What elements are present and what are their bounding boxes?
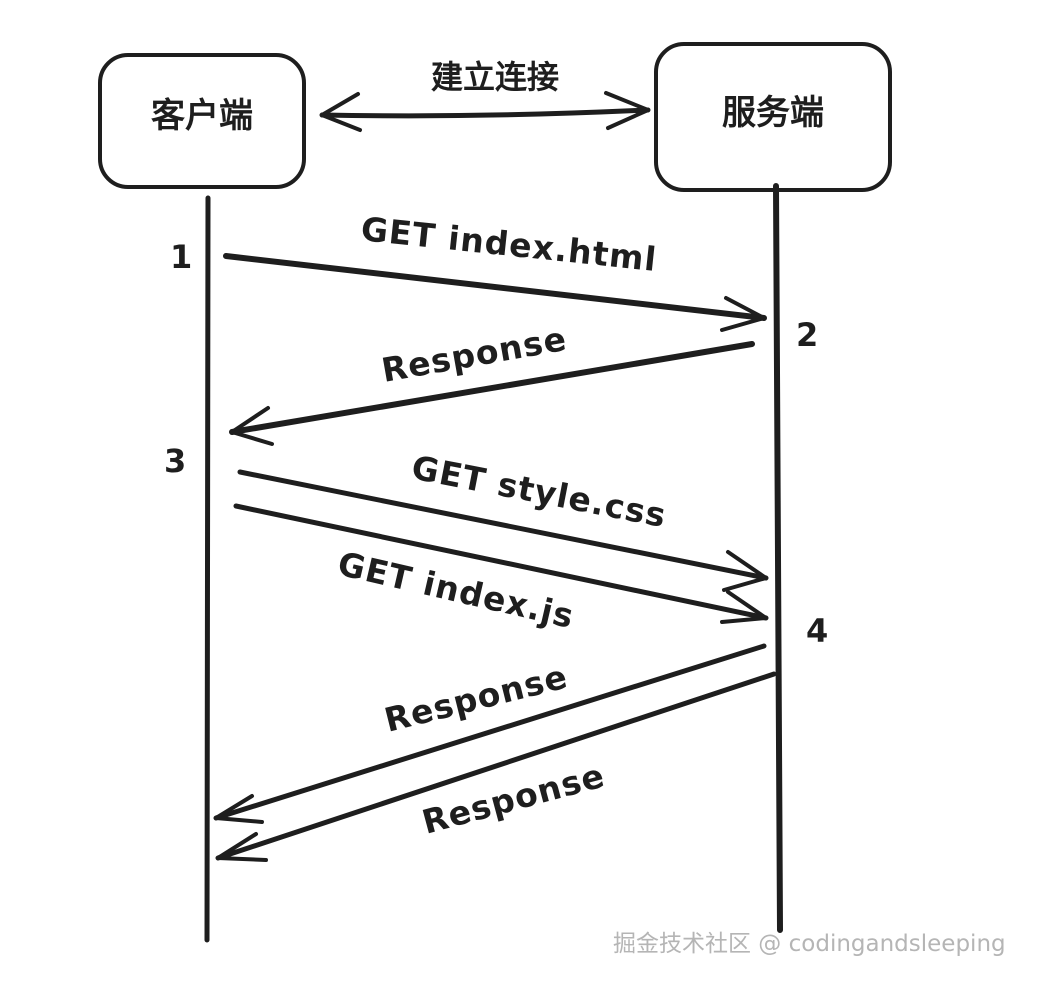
step-number: 3	[164, 442, 186, 480]
server-label: 服务端	[722, 93, 824, 133]
connect-arrow-shaft	[319, 107, 651, 119]
message-arrow-head	[720, 590, 768, 624]
message-arrow-head	[216, 832, 268, 862]
step-number: 1	[170, 238, 192, 276]
server-lifeline	[773, 183, 783, 933]
message-arrow-shaft	[229, 341, 755, 435]
server-node: 服务端	[654, 42, 892, 192]
message-label: GET style.css	[408, 448, 669, 536]
message-get-style-css: 3 GET style.css	[164, 442, 769, 592]
message-response-1: 2 Response	[229, 316, 818, 446]
client-label: 客户端	[151, 96, 253, 136]
connect-arrow-left-head	[320, 92, 362, 132]
client-node: 客户端	[98, 53, 306, 189]
message-arrow-shaft	[237, 469, 769, 581]
message-label: Response	[381, 657, 572, 740]
message-label: GET index.html	[359, 209, 659, 279]
message-arrow-shaft	[233, 503, 769, 621]
client-lifeline	[204, 195, 211, 943]
message-arrow-shaft	[223, 253, 767, 321]
server-box	[654, 42, 892, 192]
connect-arrow-right-head	[604, 91, 650, 130]
message-arrow-head	[720, 296, 766, 332]
message-arrow-head	[214, 794, 264, 824]
message-arrow-head	[722, 550, 768, 592]
message-arrow-shaft	[215, 671, 777, 861]
connect-label: 建立连接	[431, 58, 559, 96]
watermark-text: 掘金技术社区 @ codingandsleeping	[613, 931, 1006, 957]
message-label: Response	[418, 756, 609, 842]
client-box	[98, 53, 306, 189]
message-label: GET index.js	[334, 544, 578, 636]
step-number: 2	[796, 316, 818, 354]
step-number: 4	[806, 612, 828, 650]
message-get-index-html: 1 GET index.html	[170, 209, 767, 332]
connect-arrow: 建立连接	[319, 58, 651, 132]
message-arrow-head	[230, 406, 274, 446]
message-arrow-shaft	[213, 643, 767, 821]
